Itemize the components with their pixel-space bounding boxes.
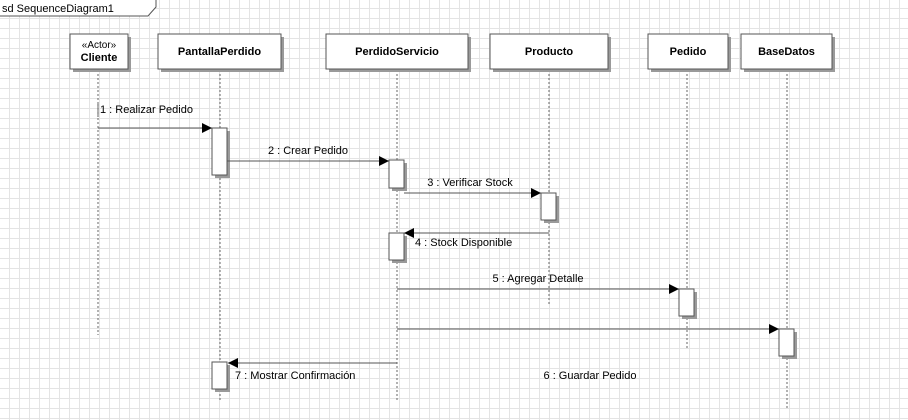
- lifeline-cliente[interactable]: «Actor»Cliente: [69, 33, 131, 335]
- lifeline-basedatos[interactable]: BaseDatos: [740, 33, 835, 410]
- message-label: 1 : Realizar Pedido: [100, 104, 193, 116]
- message-m4[interactable]: 4 : Stock Disponible: [404, 228, 549, 249]
- arrowhead-icon: [404, 228, 414, 238]
- lifeline-head[interactable]: [157, 33, 282, 70]
- frame-label: sd SequenceDiagram1: [2, 3, 114, 15]
- message-m5[interactable]: 5 : Agregar Detalle: [397, 273, 679, 294]
- lifeline-name: BaseDatos: [758, 46, 815, 58]
- arrowhead-icon: [202, 123, 212, 133]
- message-m2[interactable]: 2 : Crear Pedido: [227, 145, 389, 166]
- lifeline-stereotype: «Actor»: [82, 40, 117, 51]
- message-m1[interactable]: 1 : Realizar Pedido: [97, 104, 212, 133]
- lifeline-producto[interactable]: Producto: [489, 33, 611, 305]
- message-label: 6 : Guardar Pedido: [544, 370, 637, 382]
- activation-bar-pantalla[interactable]: [211, 127, 228, 176]
- lifeline-head[interactable]: [740, 33, 833, 70]
- messages: 1 : Realizar Pedido 2 : Crear Pedido 3 : V…: [97, 104, 779, 382]
- lifeline-head[interactable]: [489, 33, 609, 70]
- message-label: 3 : Verificar Stock: [427, 177, 513, 189]
- arrowhead-icon: [769, 324, 779, 334]
- activation-bar-servicio[interactable]: [388, 232, 405, 261]
- lifeline-pedido[interactable]: Pedido: [647, 33, 731, 350]
- lifeline-name: Producto: [525, 46, 574, 58]
- arrowhead-icon: [531, 188, 541, 198]
- message-m7[interactable]: 7 : Mostrar Confirmación: [228, 358, 397, 382]
- activation-bar-basedatos[interactable]: [778, 328, 795, 357]
- arrowhead-icon: [669, 284, 679, 294]
- lifeline-name: Cliente: [81, 52, 118, 64]
- lifeline-name: PantallaPerdido: [178, 46, 261, 58]
- activation-bar-producto[interactable]: [540, 192, 557, 221]
- lifeline-servicio[interactable]: PerdidoServicio: [325, 33, 471, 400]
- lifeline-name: PerdidoServicio: [355, 46, 439, 58]
- lifelines: «Actor»Cliente PantallaPerdido PerdidoServ…: [69, 33, 835, 410]
- activation-bar-pantalla[interactable]: [211, 361, 228, 390]
- arrowhead-icon: [379, 156, 389, 166]
- message-label: 2 : Crear Pedido: [268, 145, 348, 157]
- message-m3[interactable]: 3 : Verificar Stock: [404, 177, 541, 198]
- message-label: 4 : Stock Disponible: [415, 237, 512, 249]
- lifeline-pantalla[interactable]: PantallaPerdido: [157, 33, 284, 400]
- message-m6[interactable]: 6 : Guardar Pedido: [397, 324, 779, 382]
- lifeline-head[interactable]: [647, 33, 729, 70]
- message-label: 5 : Agregar Detalle: [492, 273, 583, 285]
- activation-bar-pedido[interactable]: [678, 288, 695, 317]
- arrowhead-icon: [228, 358, 238, 368]
- activations: [211, 127, 797, 392]
- lifeline-head[interactable]: [69, 33, 129, 70]
- lifeline-name: Pedido: [670, 46, 707, 58]
- activation-bar-servicio[interactable]: [388, 159, 405, 189]
- frame-tab[interactable]: sd SequenceDiagram1: [0, 0, 157, 17]
- lifeline-head[interactable]: [325, 33, 469, 70]
- message-label: 7 : Mostrar Confirmación: [235, 370, 355, 382]
